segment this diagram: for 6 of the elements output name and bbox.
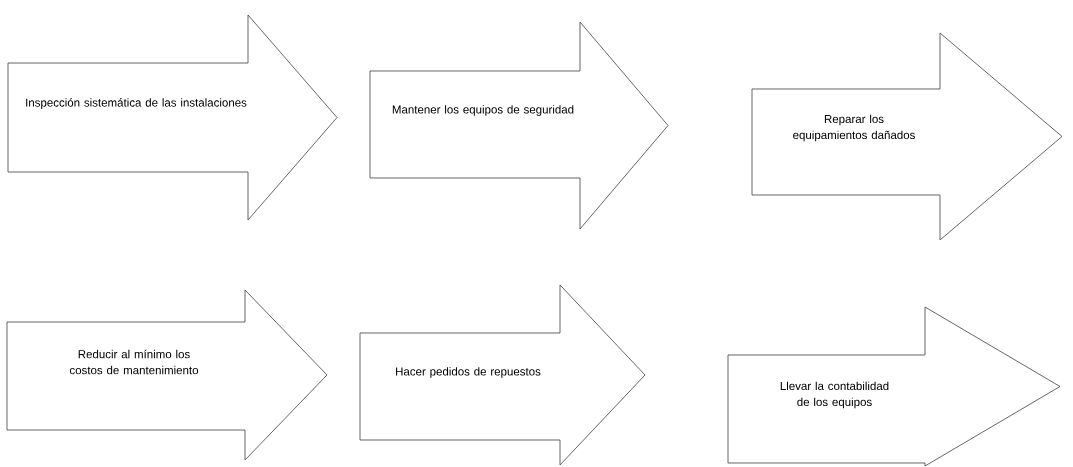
- arrow-box: Hacer pedidos de repuestos: [359, 284, 646, 466]
- arrow-box: Llevar la contabilidad de los equipos: [727, 306, 1061, 467]
- arrow-box: Mantener los equipos de seguridad: [369, 21, 669, 230]
- arrow-box: Reducir al mínimo los costos de mantenimiento: [6, 289, 328, 461]
- arrow-box: Reparar los equipamientos dañados: [751, 32, 1063, 241]
- arrow-box: Inspección sistemática de las instalaciones: [7, 14, 338, 221]
